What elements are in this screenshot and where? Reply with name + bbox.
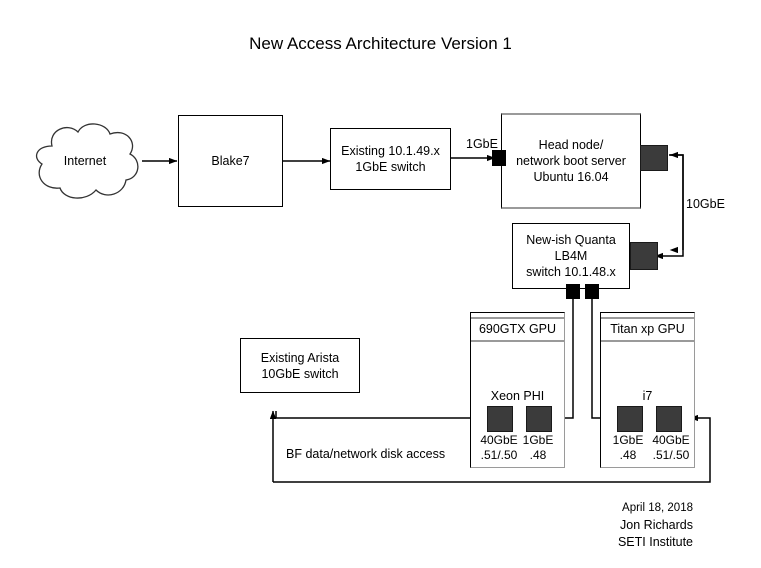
blake7-label: Blake7 bbox=[211, 154, 250, 168]
bf-access-label: BF data/network disk access bbox=[286, 447, 446, 461]
gpu-690-port-1gbe-speed: 1GbE bbox=[522, 433, 554, 447]
gpu-titan-port-1gbe-addr: .48 bbox=[619, 448, 637, 462]
internet-label: Internet bbox=[63, 154, 107, 168]
gpu-690-port-40gbe-speed: 40GbE bbox=[480, 433, 518, 447]
node-existing-arista[interactable]: Existing Arista 10GbE switch bbox=[240, 338, 360, 393]
gpu-690-header: 690GTX GPU bbox=[471, 319, 564, 342]
gpu-690-port-1gbe[interactable] bbox=[526, 406, 552, 432]
arista-line2: 10GbE switch bbox=[261, 366, 339, 381]
node-titan-xp-gpu[interactable]: Titan xp GPU i7 bbox=[600, 312, 695, 468]
gpu-titan-header: Titan xp GPU bbox=[601, 319, 694, 342]
node-690gtx-gpu[interactable]: 690GTX GPU Xeon PHI bbox=[470, 312, 565, 468]
gpu-690-topbar bbox=[471, 313, 564, 319]
existing-switch-line2: 1GbE switch bbox=[355, 160, 426, 174]
head-node-line3: Ubuntu 16.04 bbox=[533, 170, 609, 184]
quanta-port-bottom-left[interactable] bbox=[566, 284, 580, 299]
signature-block: April 18, 2018 Jon Richards SETI Institu… bbox=[618, 500, 693, 551]
gpu-690-port-40gbe[interactable] bbox=[487, 406, 513, 432]
gpu-titan-port-1gbe[interactable] bbox=[617, 406, 643, 432]
signature-author: Jon Richards bbox=[620, 518, 693, 532]
head-node-line1: Head node/ bbox=[538, 138, 604, 152]
head-node-port-right[interactable] bbox=[640, 145, 668, 171]
gpu-titan-port-40gbe-addr: .51/.50 bbox=[652, 448, 690, 462]
quanta-line3: switch 10.1.48.x bbox=[526, 265, 616, 279]
gpu-titan-cpu-label: i7 bbox=[642, 389, 653, 403]
gpu-titan-port-40gbe[interactable] bbox=[656, 406, 682, 432]
gpu-690-cpu-label: Xeon PHI bbox=[490, 389, 545, 403]
gpu-690-port-40gbe-addr: .51/.50 bbox=[480, 448, 518, 462]
signature-date: April 18, 2018 bbox=[622, 502, 693, 514]
gpu-titan-topbar bbox=[601, 313, 694, 319]
gpu-titan-port-1gbe-speed: 1GbE bbox=[612, 433, 644, 447]
gpu-690-body: Xeon PHI bbox=[471, 342, 564, 467]
node-quanta-lb4m[interactable]: New-ish Quanta LB4M switch 10.1.48.x bbox=[512, 223, 630, 289]
page-title: New Access Architecture Version 1 bbox=[249, 34, 512, 53]
head-node-line2: network boot server bbox=[516, 154, 626, 168]
node-blake7[interactable]: Blake7 bbox=[178, 115, 283, 207]
arista-line1: Existing Arista bbox=[260, 350, 340, 365]
quanta-line2: LB4M bbox=[554, 249, 588, 263]
gpu-titan-body: i7 bbox=[601, 342, 694, 467]
quanta-port-bottom-right[interactable] bbox=[585, 284, 599, 299]
gpu-690-port-1gbe-addr: .48 bbox=[529, 448, 547, 462]
node-head-node[interactable]: Head node/ network boot server Ubuntu 16… bbox=[501, 113, 641, 209]
internet-cloud bbox=[35, 123, 139, 199]
gpu-titan-port-40gbe-speed: 40GbE bbox=[652, 433, 690, 447]
signature-org: SETI Institute bbox=[617, 535, 693, 549]
node-existing-1gbe-switch[interactable]: Existing 10.1.49.x 1GbE switch bbox=[330, 128, 451, 190]
link-label-10gbe: 10GbE bbox=[686, 197, 725, 211]
quanta-port-right[interactable] bbox=[630, 242, 658, 270]
link-label-1gbe: 1GbE bbox=[466, 137, 498, 151]
quanta-line1: New-ish Quanta bbox=[526, 233, 616, 247]
existing-switch-line1: Existing 10.1.49.x bbox=[341, 144, 440, 158]
head-node-port-left[interactable] bbox=[492, 150, 506, 166]
